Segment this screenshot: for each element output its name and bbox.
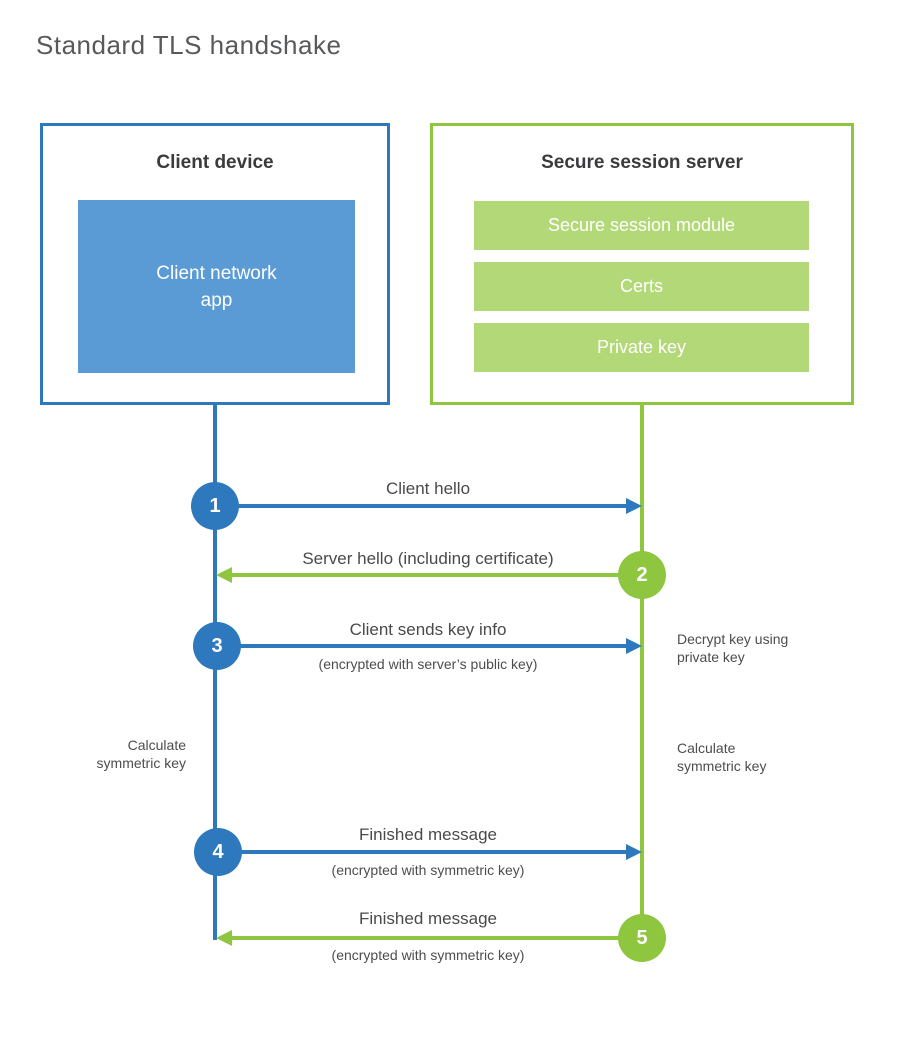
step-1-arrowhead-icon: [626, 498, 642, 514]
step-4-badge: 4: [194, 828, 242, 876]
client-device-box: Client device Client network app: [40, 123, 390, 405]
page-title: Standard TLS handshake: [36, 30, 342, 60]
note-calc-left-line2: symmetric key: [96, 754, 186, 771]
step-4-label: Finished message: [359, 825, 497, 844]
server-module-certs: Certs: [474, 262, 809, 311]
step-2-label: Server hello (including certificate): [302, 549, 554, 568]
step-4-sublabel: (encrypted with symmetric key): [331, 862, 525, 878]
step-1-number: 1: [209, 494, 221, 517]
step-1-arrow-line: [215, 504, 626, 508]
note-decrypt-line2: private key: [677, 648, 745, 665]
note-calculate-symmetric-key-server: Calculate symmetric key: [677, 740, 766, 775]
step-2-arrow-line: [232, 573, 642, 577]
step-4-number: 4: [212, 840, 224, 863]
client-network-app-block: Client network app: [78, 200, 355, 373]
step-1-label: Client hello: [385, 479, 471, 498]
step-1-badge: 1: [191, 482, 239, 530]
note-calc-right-line1: Calculate: [677, 740, 736, 756]
client-lifeline: [213, 405, 217, 940]
server-title: Secure session server: [541, 152, 743, 173]
server-lifeline: [640, 405, 644, 938]
step-5-badge: 5: [618, 914, 666, 962]
step-3-label: Client sends key info: [349, 620, 507, 639]
note-decrypt-line1: Decrypt key using: [677, 631, 789, 647]
step-4-arrowhead-icon: [626, 844, 642, 860]
step-3-badge: 3: [193, 622, 241, 670]
step-3-number: 3: [211, 634, 223, 657]
step-2-arrowhead-icon: [216, 567, 232, 583]
server-module-private-key: Private key: [474, 323, 809, 372]
client-device-title: Client device: [156, 152, 274, 173]
step-5-sublabel: (encrypted with symmetric key): [331, 947, 525, 963]
step-2-badge: 2: [618, 551, 666, 599]
step-5-arrow-line: [232, 936, 642, 940]
step-2-number: 2: [636, 563, 648, 586]
step-5-number: 5: [636, 926, 648, 949]
client-app-label-line2: app: [200, 289, 233, 311]
note-decrypt-key: Decrypt key using private key: [677, 631, 788, 666]
server-module-secure-session: Secure session module: [474, 201, 809, 250]
step-5-arrowhead-icon: [216, 930, 232, 946]
step-4-arrow-line: [218, 850, 626, 854]
step-3-sublabel: (encrypted with server’s public key): [318, 656, 538, 672]
step-3-arrow-line: [217, 644, 626, 648]
step-5-label: Finished message: [359, 909, 497, 928]
step-3-arrowhead-icon: [626, 638, 642, 654]
note-calculate-symmetric-key-client: Calculate symmetric key: [66, 737, 186, 772]
note-calc-right-line2: symmetric key: [677, 757, 767, 774]
note-calc-left-line1: Calculate: [127, 737, 186, 753]
client-app-label-line1: Client network: [156, 262, 277, 284]
secure-session-server-box: Secure session server Secure session mod…: [430, 123, 854, 405]
